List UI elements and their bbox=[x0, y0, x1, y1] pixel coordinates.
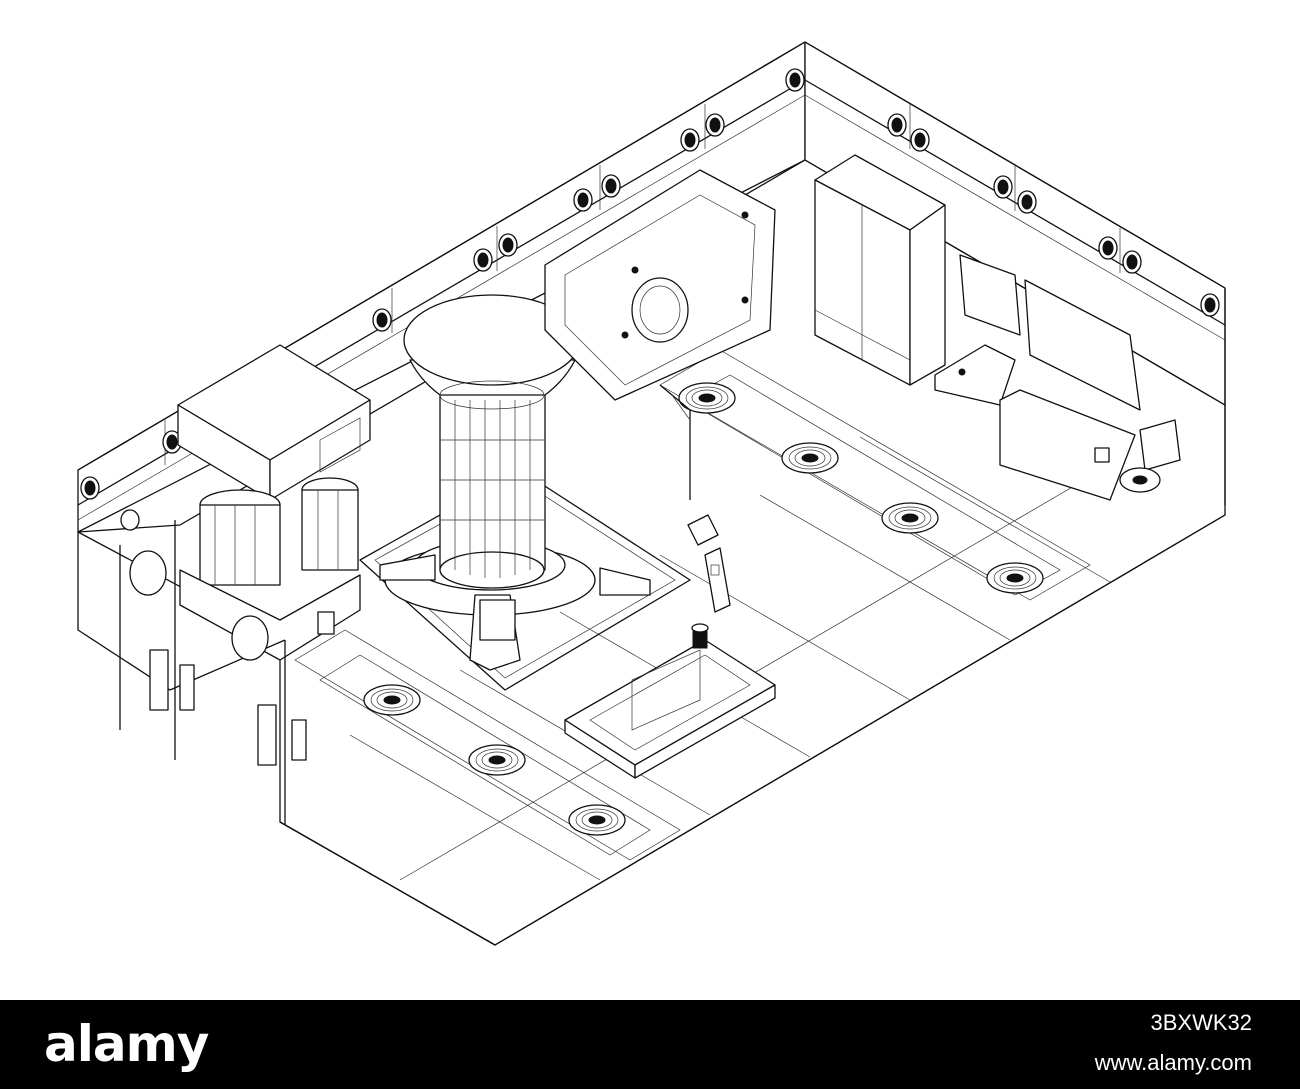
generator-unit bbox=[177, 344, 371, 661]
wireframe-room-illustration bbox=[77, 41, 1226, 946]
watermark-footer: alamy 3BXWK32 www.alamy.com bbox=[0, 1000, 1300, 1089]
left-machinery bbox=[77, 509, 307, 825]
alamy-logo: alamy bbox=[44, 1015, 209, 1073]
image-id-label: 3BXWK32 bbox=[1150, 1010, 1253, 1035]
bulkhead-door bbox=[544, 169, 776, 401]
control-console bbox=[934, 254, 1181, 501]
holo-table bbox=[564, 623, 776, 779]
website-label: www.alamy.com bbox=[1094, 1050, 1252, 1075]
reactor-column bbox=[379, 294, 651, 671]
doorway-frame bbox=[659, 384, 691, 500]
terminal-stand bbox=[687, 514, 731, 613]
storage-cabinet bbox=[814, 154, 946, 386]
